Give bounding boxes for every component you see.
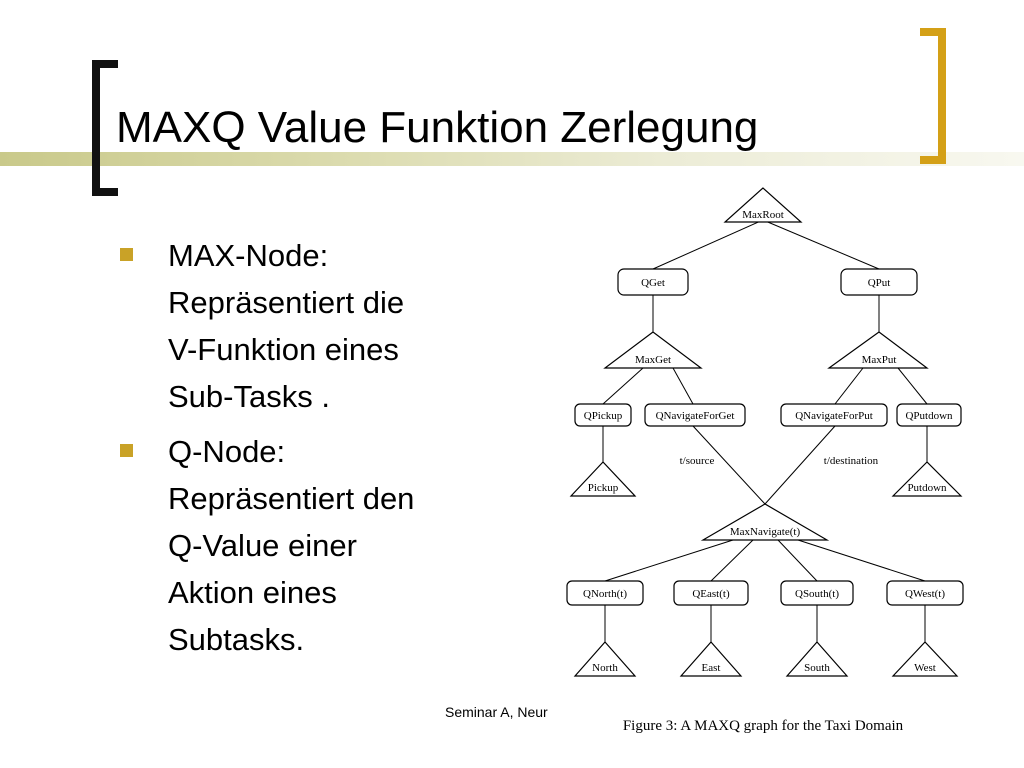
label-maxnavigate: MaxNavigate(t)	[730, 526, 801, 538]
max-node-pickup	[569, 461, 637, 497]
edge-qnavigateforput-maxnavigate	[764, 425, 836, 505]
max-node-putdown	[891, 461, 963, 497]
label-maxroot: MaxRoot	[742, 209, 784, 221]
right-bracket-decoration	[920, 28, 946, 164]
left-bracket-decoration	[92, 60, 118, 196]
figure-caption: Figure 3: A MAXQ graph for the Taxi Doma…	[623, 718, 904, 734]
max-node-east	[679, 641, 743, 677]
label-pickup: Pickup	[588, 482, 619, 494]
edge-maxget-qpickup	[602, 367, 644, 405]
edge-maxnavigate-qsouth	[777, 539, 818, 582]
label-qeast: QEast(t)	[692, 588, 730, 600]
max-node-west	[891, 641, 959, 677]
q-node-qget	[617, 268, 689, 296]
edge-maxroot-qget	[652, 219, 764, 270]
max-node-maxnavigate	[700, 503, 830, 541]
max-node-maxput	[827, 331, 929, 369]
q-node-qnavigateforput	[780, 403, 888, 427]
graph-edges	[602, 219, 928, 642]
title-band	[0, 152, 1024, 166]
q-node-qpickup	[574, 403, 632, 427]
bullet-text: Repräsentiert den Q-Value einer Aktion e…	[168, 481, 415, 657]
bullet-list: MAX-Node: Repräsentiert die V-Funktion e…	[120, 232, 500, 671]
max-node-north	[573, 641, 637, 677]
label-qnavigateforput: QNavigateForPut	[795, 410, 873, 422]
label-south: South	[804, 662, 830, 674]
q-node-qwest	[886, 580, 964, 606]
bullet-marker	[120, 444, 133, 457]
label-qwest: QWest(t)	[905, 588, 945, 600]
max-node-maxget	[603, 331, 703, 369]
q-node-qnorth	[566, 580, 644, 606]
edge-label-t-destination: t/destination	[824, 455, 879, 467]
slide-title: MAXQ Value Funktion Zerlegung	[116, 103, 759, 152]
label-qpickup: QPickup	[584, 410, 623, 422]
edge-maxnavigate-qwest	[797, 539, 926, 582]
label-maxput: MaxPut	[862, 354, 897, 366]
slide-footer: Seminar A, Neur	[445, 704, 548, 720]
label-qget: QGet	[641, 277, 665, 289]
label-east: East	[702, 662, 721, 674]
label-maxget: MaxGet	[635, 354, 671, 366]
label-qsouth: QSouth(t)	[795, 588, 839, 600]
edge-maxput-qputdown	[897, 367, 928, 405]
graph-labels: MaxRoot QGet QPut MaxGet MaxPut QPickup …	[583, 209, 953, 674]
edge-label-t-source: t/source	[680, 455, 715, 467]
label-west: West	[914, 662, 936, 674]
edge-qnavigateforget-maxnavigate	[692, 425, 766, 505]
edge-maxget-qnavigateforget	[672, 367, 694, 405]
label-qnorth: QNorth(t)	[583, 588, 627, 600]
edge-maxnavigate-qeast	[710, 539, 754, 582]
maxq-graph: MaxRoot QGet QPut MaxGet MaxPut QPickup …	[566, 187, 964, 734]
bullet-max-node: MAX-Node: Repräsentiert die V-Funktion e…	[120, 232, 500, 420]
max-node-maxroot	[723, 187, 803, 223]
edge-maxnavigate-qnorth	[604, 539, 734, 582]
label-qnavigateforget: QNavigateForGet	[656, 410, 735, 422]
bullet-marker	[120, 248, 133, 261]
bullet-q-node: Q-Node: Repräsentiert den Q-Value einer …	[120, 428, 500, 663]
bullet-label: MAX-Node:	[168, 238, 329, 273]
edge-maxput-qnavigateforput	[834, 367, 864, 405]
max-node-south	[785, 641, 849, 677]
label-putdown: Putdown	[907, 482, 947, 494]
label-north: North	[592, 662, 618, 674]
graph-shapes	[566, 187, 964, 677]
label-qputdown: QPutdown	[905, 410, 953, 422]
q-node-qputdown	[896, 403, 962, 427]
label-qput: QPut	[868, 277, 891, 289]
bullet-label: Q-Node:	[168, 434, 286, 469]
q-node-qeast	[673, 580, 749, 606]
edge-maxroot-qput	[762, 219, 880, 270]
q-node-qsouth	[780, 580, 854, 606]
q-node-qnavigateforget	[644, 403, 746, 427]
bullet-text: Repräsentiert die V-Funktion eines Sub-T…	[168, 285, 405, 414]
q-node-qput	[840, 268, 918, 296]
